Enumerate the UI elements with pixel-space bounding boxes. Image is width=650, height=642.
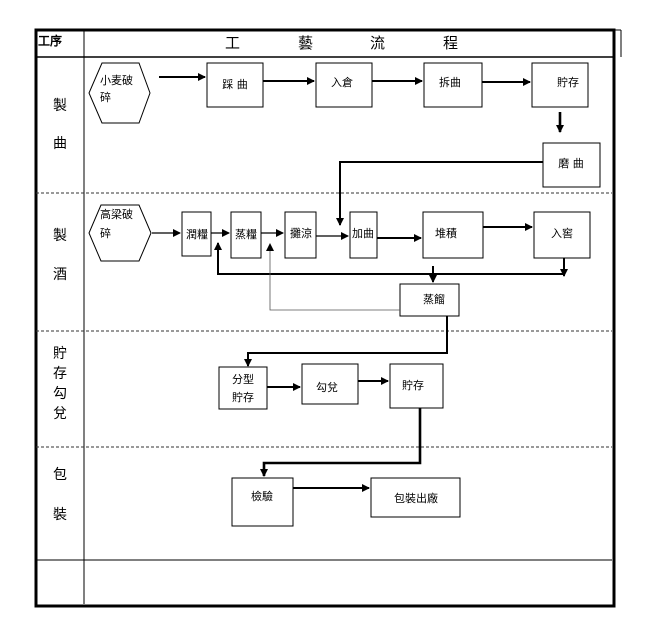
node-pack-ship-label: 包裝出廠 (394, 491, 438, 505)
node-into-warehouse-label: 入倉 (331, 75, 353, 89)
title-char-3: 流 (370, 34, 386, 52)
node-store-label: 貯存 (402, 378, 424, 392)
node-blend (301, 363, 359, 405)
node-spread-cool-label: 攤涼 (290, 226, 312, 240)
stage-storage-char-4: 兌 (53, 406, 67, 422)
node-store-koji-label: 貯存 (557, 75, 579, 89)
stage-koji-char-2: 曲 (53, 136, 67, 152)
node-add-koji (349, 211, 378, 259)
arrow-distill-to-steam (266, 243, 400, 311)
node-split-koji-label: 拆曲 (439, 75, 461, 89)
stage-koji-char-1: 製 (53, 98, 67, 114)
table-frame (34, 28, 616, 608)
node-classify-store-line-1: 分型 (232, 372, 254, 386)
stage-liquor-char-2: 酒 (53, 267, 67, 283)
node-store-koji (531, 62, 589, 108)
node-sorghum-crush-line-2: 碎 (100, 226, 111, 240)
arrow-distill-to-classify (244, 316, 448, 367)
node-classify-store-line-2: 貯存 (232, 390, 254, 404)
node-into-warehouse (315, 62, 373, 108)
stage-storage-char-2: 存 (53, 366, 67, 382)
node-distill (399, 283, 460, 317)
stage-storage-char-1: 貯 (53, 346, 67, 362)
title-char-1: 工 (225, 34, 241, 52)
node-wheat-crush-line-1: 小麦破 (100, 73, 133, 87)
node-tread-koji-label: 踩 曲 (222, 78, 248, 91)
node-sorghum-crush (88, 204, 152, 262)
stage-packaging-char-1: 包 (53, 467, 67, 483)
node-grind-koji (542, 142, 601, 188)
node-tread-koji (206, 62, 264, 108)
node-inspect-label: 檢驗 (251, 489, 273, 503)
node-distill-label: 蒸餾 (423, 292, 445, 306)
stage-liquor-char-1: 製 (53, 228, 67, 244)
stage-storage-char-3: 勾 (53, 386, 67, 402)
node-wheat-crush (88, 62, 151, 124)
node-inspect (231, 477, 294, 527)
arrow-return-to-moisten (214, 242, 564, 275)
node-moisten-grain-label: 潤糧 (186, 227, 208, 241)
node-steam-grain (230, 211, 262, 259)
title-char-4: 程 (443, 34, 459, 52)
node-grind-koji-label: 磨 曲 (558, 157, 584, 170)
node-pile-up (422, 211, 484, 259)
node-add-koji-label: 加曲 (352, 227, 374, 240)
node-split-koji (423, 62, 483, 108)
node-sorghum-crush-line-1: 高梁破 (100, 207, 133, 221)
node-pile-up-label: 堆積 (435, 226, 457, 240)
node-wheat-crush-line-2: 碎 (100, 90, 111, 104)
node-into-cellar-label: 入窖 (551, 226, 573, 240)
node-pack-ship (370, 477, 461, 518)
node-spread-cool (284, 211, 317, 259)
arrow-grind-to-add-koji (336, 161, 543, 226)
node-into-cellar (533, 211, 591, 259)
arrow-store-to-inspect (260, 408, 422, 477)
node-store (389, 363, 444, 409)
node-steam-grain-label: 蒸糧 (235, 227, 257, 241)
step-column-header: 工序 (38, 33, 62, 48)
node-moisten-grain (181, 211, 212, 257)
title-char-2: 藝 (298, 34, 314, 52)
stage-packaging-char-2: 裝 (53, 507, 67, 523)
node-blend-label: 勾兌 (316, 381, 338, 394)
